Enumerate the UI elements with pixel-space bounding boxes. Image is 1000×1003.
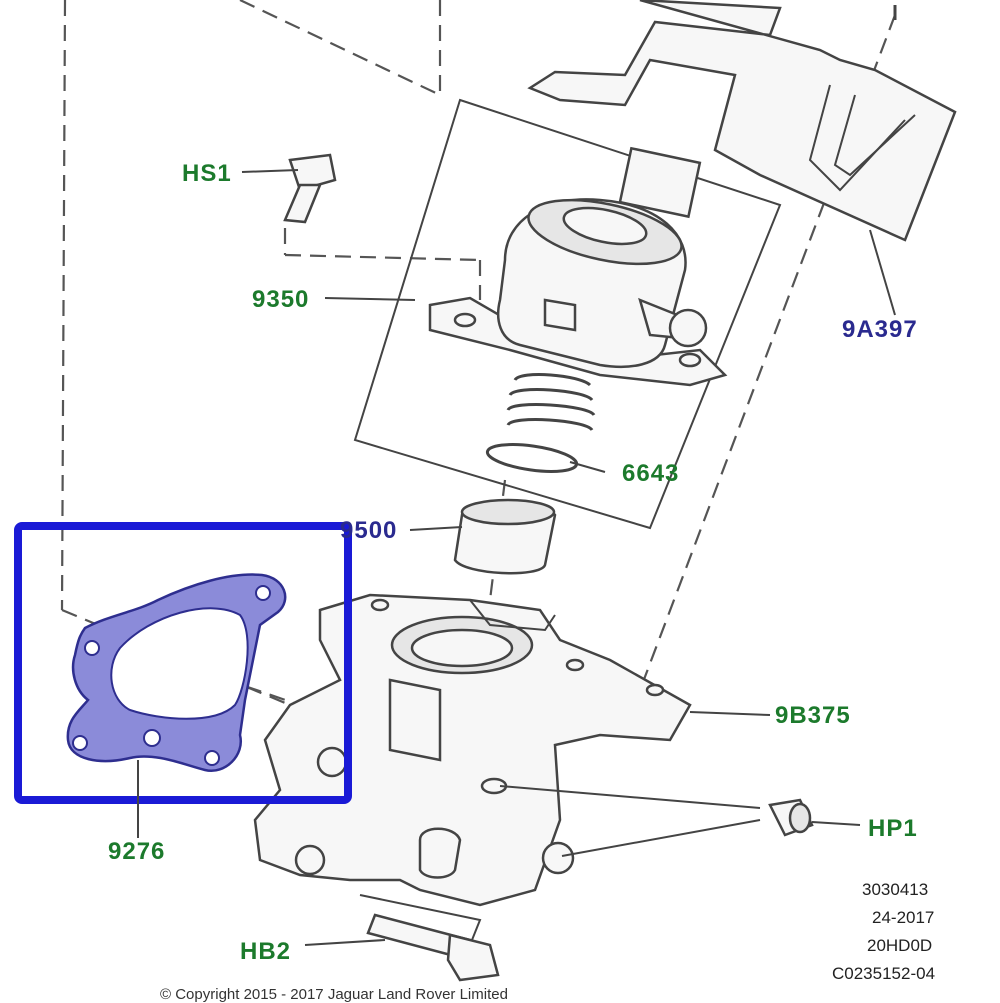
bolt-hs1[interactable] (283, 153, 337, 224)
callout-6643[interactable]: 6643 (622, 460, 680, 487)
callout-9276[interactable]: 9276 (108, 838, 166, 865)
callout-9500[interactable]: 9500 (340, 517, 398, 544)
callout-hs1[interactable]: HS1 (182, 160, 232, 187)
leader-lines (137, 169, 896, 946)
diagram-meta-line2: 24-2017 (872, 908, 935, 927)
diagram-meta-line4: C0235152-04 (832, 964, 936, 983)
diagram-meta-line1: 3030413 (862, 880, 929, 899)
mounting-bracket[interactable] (527, 0, 957, 242)
o-ring[interactable] (485, 440, 579, 476)
selection-highlight-box (14, 522, 352, 804)
high-pressure-fuel-pump[interactable] (428, 146, 728, 432)
tappet[interactable] (453, 498, 557, 575)
gasket-9276[interactable] (66, 573, 287, 773)
bushing-hp1[interactable] (768, 798, 814, 837)
callout-hp1[interactable]: HP1 (868, 815, 918, 842)
callout-9b375[interactable]: 9B375 (775, 702, 851, 729)
pump-housing[interactable] (253, 593, 692, 946)
copyright-footer: © Copyright 2015 - 2017 Jaguar Land Rove… (160, 986, 508, 1003)
callout-hb2[interactable]: HB2 (240, 938, 292, 965)
bolt-hb2[interactable] (366, 913, 500, 982)
diagram-meta-line3: 20HD0D (867, 936, 933, 955)
callout-9a397[interactable]: 9A397 (842, 316, 918, 343)
callout-9350[interactable]: 9350 (252, 286, 310, 313)
